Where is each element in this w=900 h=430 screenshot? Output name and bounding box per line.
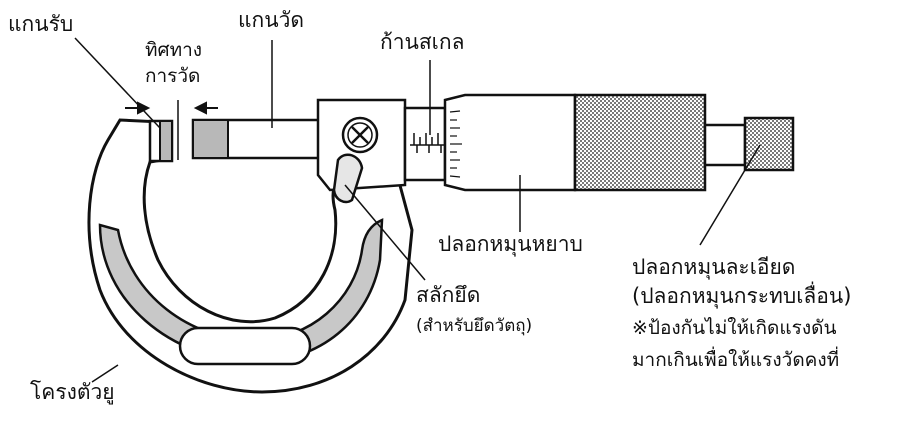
label-lock-line1: สลักยึด: [416, 283, 481, 307]
label-direction-line1: ทิศทาง: [145, 39, 203, 61]
label-sleeve: ก้านสเกล: [380, 30, 465, 54]
label-lock-line2: (สำหรับยึดวัตถุ): [416, 316, 533, 336]
thimble: [443, 93, 577, 192]
direction-arrows: [125, 100, 218, 160]
ratchet-knob: [743, 116, 795, 172]
label-frame: โครงตัวยู: [30, 380, 115, 404]
frame-plate: [178, 326, 312, 366]
label-ratchet-note1: ※ป้องกันไม่ให้เกิดแรงดัน: [632, 317, 837, 339]
sleeve: [403, 106, 447, 182]
label-anvil: แกนรับ: [8, 12, 74, 36]
label-thimble: ปลอกหมุนหยาบ: [438, 232, 583, 256]
label-direction-line2: การวัด: [145, 65, 201, 87]
sleeve-scale: [413, 133, 442, 153]
label-spindle: แกนวัด: [238, 8, 305, 32]
thimble-scale: [449, 110, 462, 178]
lock-lever: [332, 153, 364, 204]
label-ratchet-note2: มากเกินเพื่อให้แรงวัดคงที่: [632, 349, 840, 371]
label-ratchet-line1: ปลอกหมุนละเอียด: [632, 255, 796, 279]
spindle-face: [192, 119, 229, 159]
anvil-face: [159, 120, 173, 162]
leader-lines: [74, 37, 761, 383]
ratchet-neck: [703, 123, 747, 167]
label-ratchet-line2: (ปลอกหมุนกระทบเลื่อน): [632, 284, 852, 308]
thimble-knurl: [573, 93, 707, 192]
